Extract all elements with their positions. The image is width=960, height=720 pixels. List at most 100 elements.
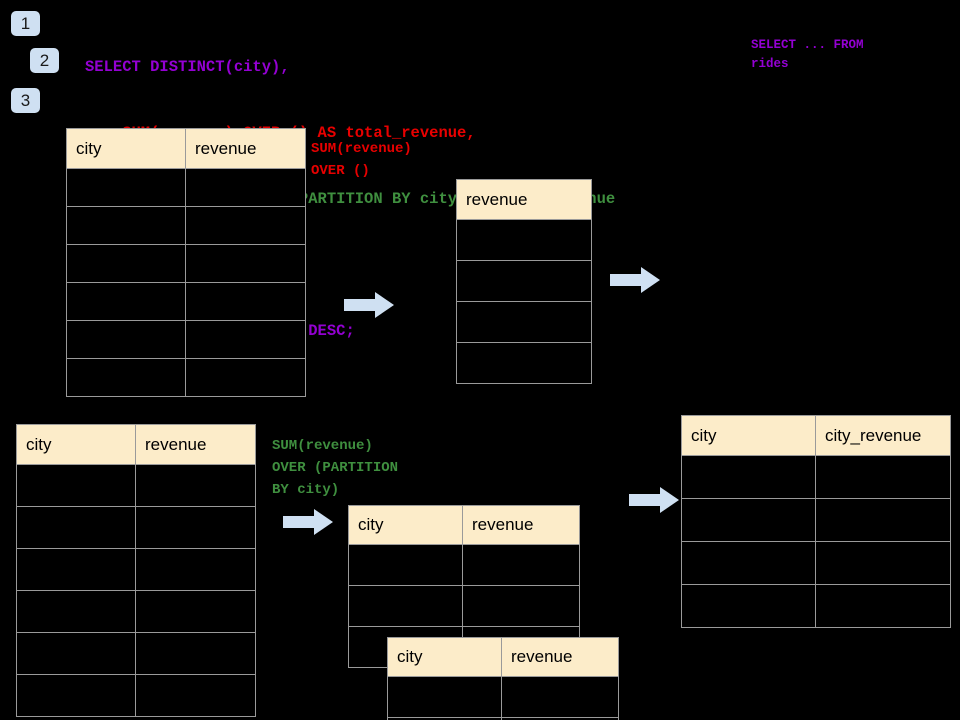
cell-revenue bbox=[135, 464, 256, 507]
table-result-city-revenue: city city_revenue bbox=[681, 415, 951, 628]
step-badge-1-label: 1 bbox=[20, 14, 31, 33]
table-row bbox=[16, 632, 256, 675]
column-header-revenue: revenue bbox=[501, 637, 619, 677]
cell-city bbox=[348, 544, 463, 586]
table-row bbox=[66, 168, 306, 207]
column-header-city: city bbox=[16, 424, 136, 465]
column-header-city-revenue: city_revenue bbox=[815, 415, 951, 456]
cell-city bbox=[16, 464, 136, 507]
arrow-total-to-result bbox=[610, 265, 660, 295]
cell-revenue bbox=[135, 632, 256, 675]
cell-city-revenue bbox=[815, 541, 951, 585]
table-header-row: city revenue bbox=[387, 637, 619, 677]
table-header-row: city revenue bbox=[348, 505, 580, 545]
cell-city bbox=[66, 168, 186, 207]
cell-city-revenue bbox=[815, 584, 951, 628]
table-header-row: city city_revenue bbox=[681, 415, 951, 456]
table-row bbox=[456, 342, 592, 384]
table-header-row: city revenue bbox=[16, 424, 256, 465]
table-total-revenue: revenue bbox=[456, 179, 592, 384]
cell-revenue bbox=[135, 506, 256, 549]
cell-city-revenue bbox=[815, 498, 951, 542]
table-rides-source-bottom: city revenue bbox=[16, 424, 256, 717]
column-header-revenue: revenue bbox=[456, 179, 592, 220]
cell-city bbox=[66, 244, 186, 283]
table-row bbox=[387, 676, 619, 718]
cell-revenue bbox=[462, 585, 580, 627]
cell-city bbox=[16, 674, 136, 717]
cell-revenue bbox=[456, 219, 592, 261]
cell-revenue bbox=[456, 342, 592, 384]
table-header-row: city revenue bbox=[66, 128, 306, 169]
cell-city bbox=[681, 455, 816, 499]
column-header-revenue: revenue bbox=[462, 505, 580, 545]
sql-line-select: SELECT DISTINCT(city), bbox=[85, 58, 290, 76]
table-row bbox=[387, 717, 619, 720]
cell-city-revenue bbox=[815, 455, 951, 499]
table-row bbox=[456, 260, 592, 302]
cell-revenue bbox=[185, 282, 306, 321]
column-header-city: city bbox=[66, 128, 186, 169]
cell-revenue bbox=[185, 244, 306, 283]
step-badge-1[interactable]: 1 bbox=[11, 11, 40, 36]
cell-city bbox=[66, 320, 186, 359]
table-row bbox=[681, 584, 951, 628]
table-row bbox=[681, 498, 951, 542]
cell-city bbox=[66, 358, 186, 397]
column-header-city: city bbox=[387, 637, 502, 677]
cell-city bbox=[16, 548, 136, 591]
table-row bbox=[66, 282, 306, 321]
cell-revenue bbox=[462, 544, 580, 586]
table-row bbox=[348, 585, 580, 627]
cell-city bbox=[16, 506, 136, 549]
table-row bbox=[16, 548, 256, 591]
cell-city bbox=[681, 498, 816, 542]
table-row bbox=[16, 674, 256, 717]
cell-city bbox=[66, 282, 186, 321]
cell-city bbox=[387, 676, 502, 718]
table-row bbox=[66, 206, 306, 245]
table-row bbox=[16, 590, 256, 633]
table-row bbox=[66, 320, 306, 359]
cell-revenue bbox=[135, 674, 256, 717]
cell-revenue bbox=[185, 320, 306, 359]
table-row bbox=[456, 219, 592, 261]
table-row bbox=[681, 455, 951, 499]
note-sum-over-empty: SUM(revenue) OVER () bbox=[311, 141, 412, 179]
cell-revenue bbox=[456, 301, 592, 343]
table-header-row: revenue bbox=[456, 179, 592, 220]
step-badge-3-label: 3 bbox=[20, 91, 31, 110]
column-header-city: city bbox=[681, 415, 816, 456]
cell-city bbox=[16, 632, 136, 675]
cell-revenue bbox=[501, 676, 619, 718]
note-select-from-rides: SELECT ... FROM rides bbox=[751, 38, 864, 71]
table-row bbox=[66, 358, 306, 397]
step-badge-2[interactable]: 2 bbox=[30, 48, 59, 73]
arrow-partition-to-result bbox=[629, 485, 679, 515]
cell-revenue bbox=[135, 590, 256, 633]
table-row bbox=[348, 544, 580, 586]
table-row bbox=[16, 464, 256, 507]
step-badge-2-label: 2 bbox=[39, 51, 50, 70]
cell-revenue bbox=[456, 260, 592, 302]
table-rides-source-top: city revenue bbox=[66, 128, 306, 397]
cell-revenue bbox=[185, 206, 306, 245]
cell-city bbox=[16, 590, 136, 633]
table-partition-group-b: city revenue bbox=[387, 637, 619, 720]
cell-city bbox=[681, 541, 816, 585]
cell-city bbox=[681, 584, 816, 628]
arrow-source-to-partition bbox=[283, 507, 333, 537]
table-row bbox=[456, 301, 592, 343]
table-row bbox=[66, 244, 306, 283]
arrow-source-to-total bbox=[344, 290, 394, 320]
note-sum-over-partition: SUM(revenue) OVER (PARTITION BY city) bbox=[272, 438, 399, 498]
step-badge-3[interactable]: 3 bbox=[11, 88, 40, 113]
table-row bbox=[16, 506, 256, 549]
column-header-revenue: revenue bbox=[185, 128, 306, 169]
cell-revenue bbox=[135, 548, 256, 591]
cell-revenue bbox=[185, 358, 306, 397]
cell-city bbox=[348, 585, 463, 627]
cell-revenue bbox=[185, 168, 306, 207]
column-header-city: city bbox=[348, 505, 463, 545]
